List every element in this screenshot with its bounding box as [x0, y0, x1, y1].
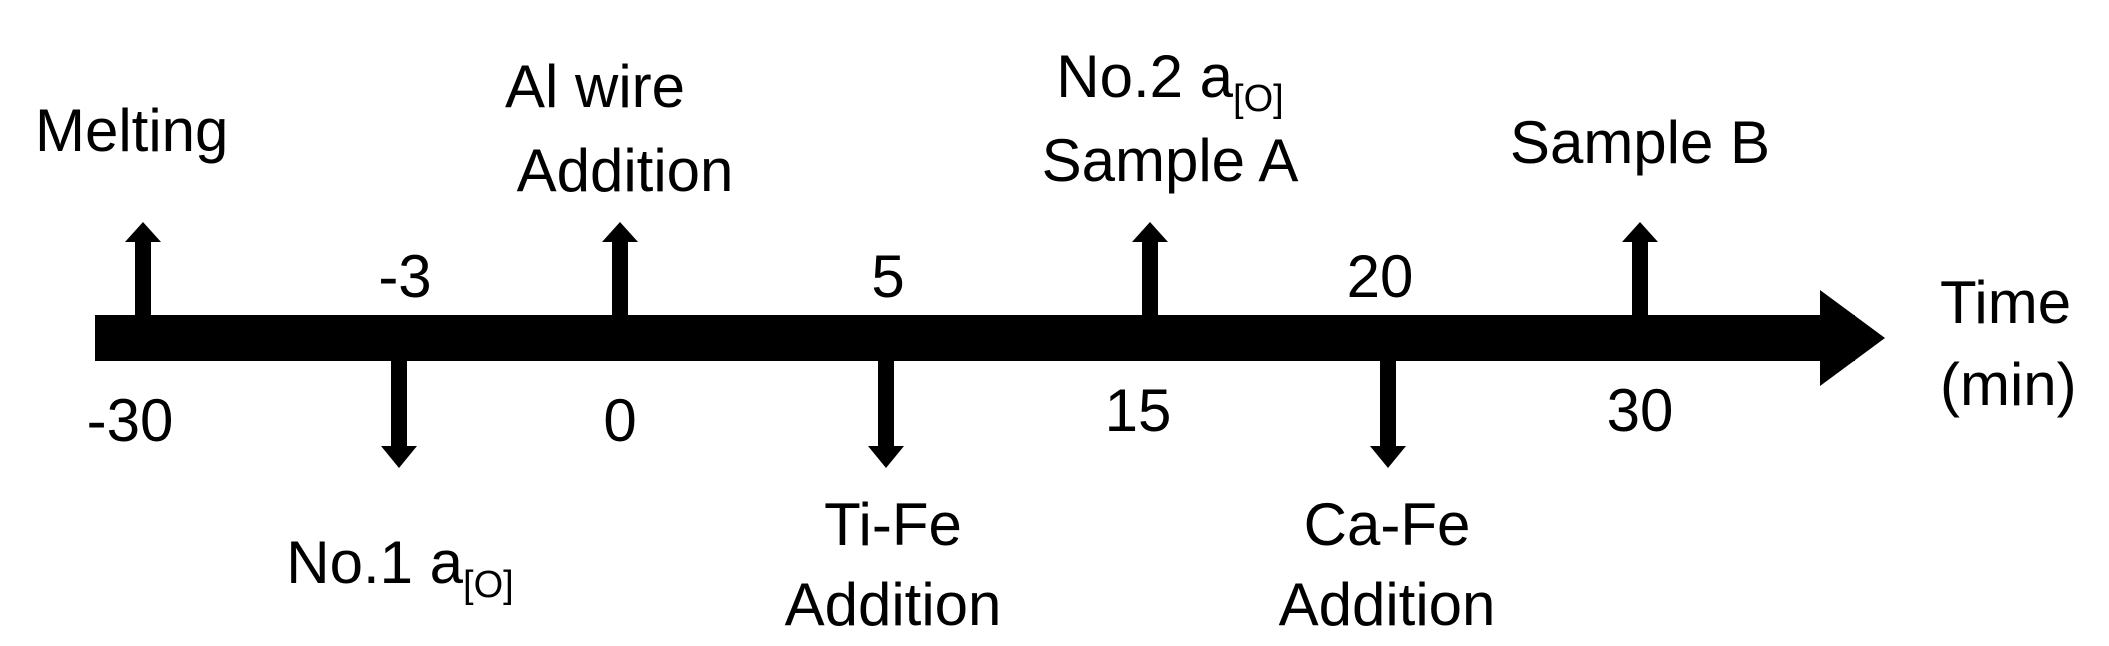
tick-label-30: 30	[1606, 377, 1674, 444]
event-arrow-no1	[381, 360, 417, 468]
axis-label-time: Time	[1940, 268, 2071, 338]
tick-label-20: 20	[1346, 243, 1414, 310]
event-arrow-al-wire	[602, 222, 638, 316]
tick-label-15: 15	[1104, 377, 1172, 444]
axis-label-unit: (min)	[1940, 350, 2077, 420]
event-label-sample-a: Sample A	[1041, 127, 1299, 194]
tick-label-5: 5	[871, 243, 905, 310]
event-label-sample-b: Sample B	[1509, 109, 1771, 176]
tick-label-0: 0	[603, 387, 637, 454]
event-label-no2-sub: [O]	[1233, 78, 1284, 120]
event-label-no1: No.1 a[O]	[286, 528, 513, 620]
event-arrow-sample-b	[1622, 222, 1658, 316]
event-arrows	[125, 222, 1658, 468]
event-arrow-ti-fe	[868, 360, 904, 468]
event-label-no1-main: No.1 a	[286, 529, 464, 596]
event-arrow-sample-a	[1132, 222, 1168, 316]
event-label-ti-fe-line2: Addition	[784, 571, 1002, 638]
event-label-ca-fe-line1: Ca-Fe	[1303, 491, 1471, 558]
axis-label-line2: (min)	[1940, 351, 2077, 418]
event-label-no2: No.2 a[O]	[1056, 42, 1283, 134]
event-label-no2-main: No.2 a	[1056, 43, 1234, 110]
timeline-axis-arrowhead	[1820, 290, 1885, 386]
event-label-ca-fe-line2: Addition	[1278, 571, 1496, 638]
tick-label-minus30: -30	[86, 387, 174, 454]
event-label-no1-sub: [O]	[463, 564, 514, 606]
axis-label-line1: Time	[1940, 269, 2072, 336]
event-label-ti-fe-line1: Ti-Fe	[824, 491, 962, 558]
event-label-al-wire-line1: Al wire	[504, 53, 686, 120]
event-label-al-wire-line2: Addition	[516, 137, 734, 204]
event-label-melting: Melting	[35, 97, 229, 164]
event-arrow-melting	[125, 222, 161, 316]
tick-label-minus3: -3	[378, 243, 432, 310]
timeline-axis-bar	[95, 315, 1855, 361]
event-arrow-ca-fe	[1370, 360, 1406, 468]
